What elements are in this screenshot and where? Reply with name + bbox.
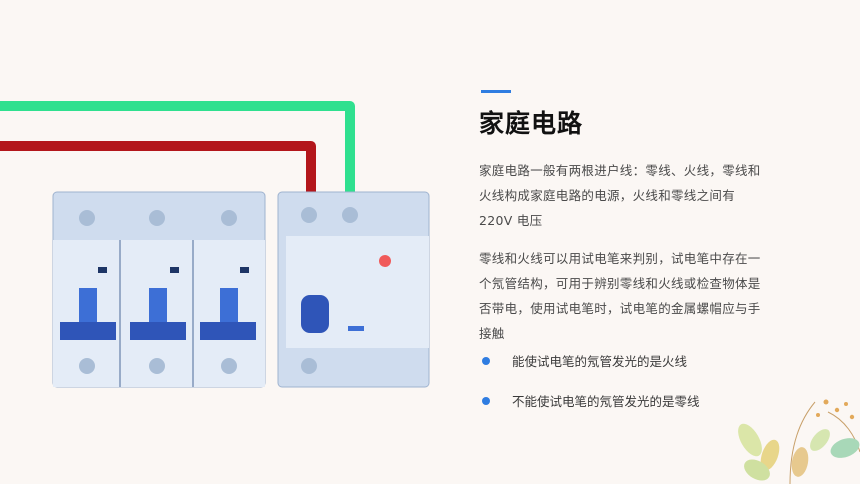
bullet-dot-icon — [482, 357, 490, 365]
leakage-protector — [277, 191, 430, 388]
neutral-wire — [0, 101, 355, 215]
bullet-dot-icon — [482, 397, 490, 405]
leaf-decoration-icon — [738, 399, 860, 484]
page-title: 家庭电路 — [479, 109, 584, 138]
bullet-item-neutral-wire: 不能使试电笔的氖管发光的是零线 — [512, 394, 700, 409]
bullet-item-live-wire: 能使试电笔的氖管发光的是火线 — [512, 354, 688, 369]
circuit-breaker-panel-icon — [52, 191, 266, 388]
title-accent-bar — [481, 90, 511, 93]
paragraph-power-source: 家庭电路一般有两根进户线：零线、火线，零线和火线构成家庭电路的电源，火线和零线之… — [479, 163, 761, 228]
paragraph-test-pen: 零线和火线可以用试电笔来判别，试电笔中存在一个氖管结构，可用于辨别零线和火线或检… — [479, 251, 761, 341]
